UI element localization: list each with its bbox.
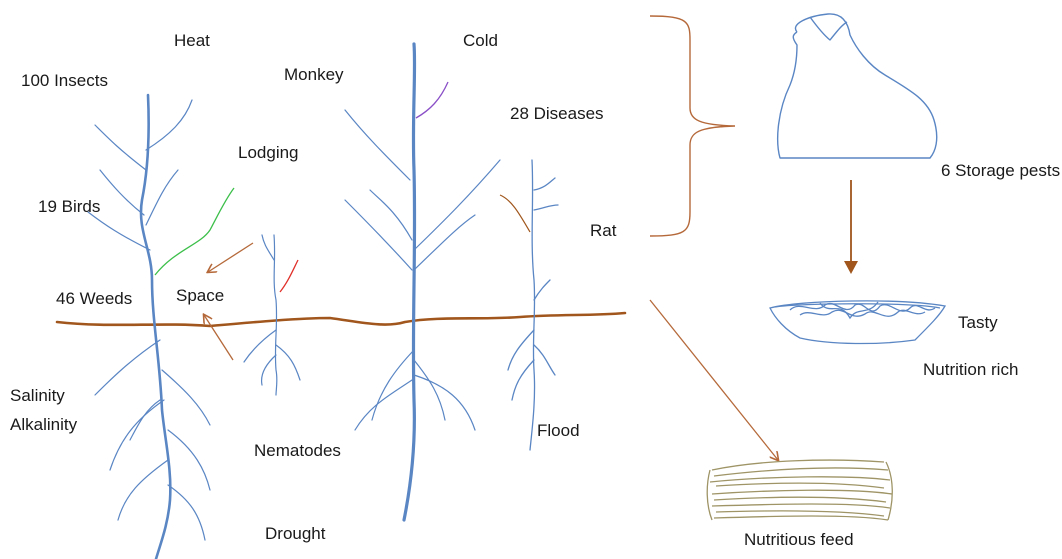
left-plant: [88, 95, 210, 559]
bowl: [770, 301, 945, 344]
storage-sack: [778, 14, 937, 158]
right-plant: [508, 160, 558, 450]
label-monkey: Monkey: [284, 65, 344, 85]
curly-brace: [650, 16, 735, 236]
soil-to-fodder-arrow: [650, 300, 778, 460]
red-leaf: [280, 260, 298, 292]
small-plant: [244, 235, 300, 395]
label-insects: 100 Insects: [21, 71, 108, 91]
label-space: Space: [176, 286, 224, 306]
label-salinity: Salinity: [10, 386, 65, 406]
label-drought: Drought: [265, 524, 325, 544]
label-heat: Heat: [174, 31, 210, 51]
space-arrow-lower: [204, 315, 233, 360]
label-nutrition-rich: Nutrition rich: [923, 360, 1018, 380]
label-birds: 19 Birds: [38, 197, 100, 217]
center-plant: [345, 44, 500, 520]
label-flood: Flood: [537, 421, 580, 441]
space-arrow-upper: [208, 243, 253, 272]
label-tasty: Tasty: [958, 313, 998, 333]
label-nematodes: Nematodes: [254, 441, 341, 461]
label-alkalinity: Alkalinity: [10, 415, 77, 435]
label-lodging: Lodging: [238, 143, 299, 163]
label-weeds: 46 Weeds: [56, 289, 132, 309]
label-diseases: 28 Diseases: [510, 104, 604, 124]
green-leaf: [155, 188, 234, 275]
soil-line: [57, 313, 625, 326]
purple-leaf: [416, 82, 448, 118]
label-rat: Rat: [590, 221, 616, 241]
fodder-bundle: [707, 460, 892, 520]
rat-leaf: [500, 195, 530, 232]
label-cold: Cold: [463, 31, 498, 51]
label-nutritious-feed: Nutritious feed: [744, 530, 854, 550]
label-storage-pests: 6 Storage pests: [941, 161, 1060, 181]
